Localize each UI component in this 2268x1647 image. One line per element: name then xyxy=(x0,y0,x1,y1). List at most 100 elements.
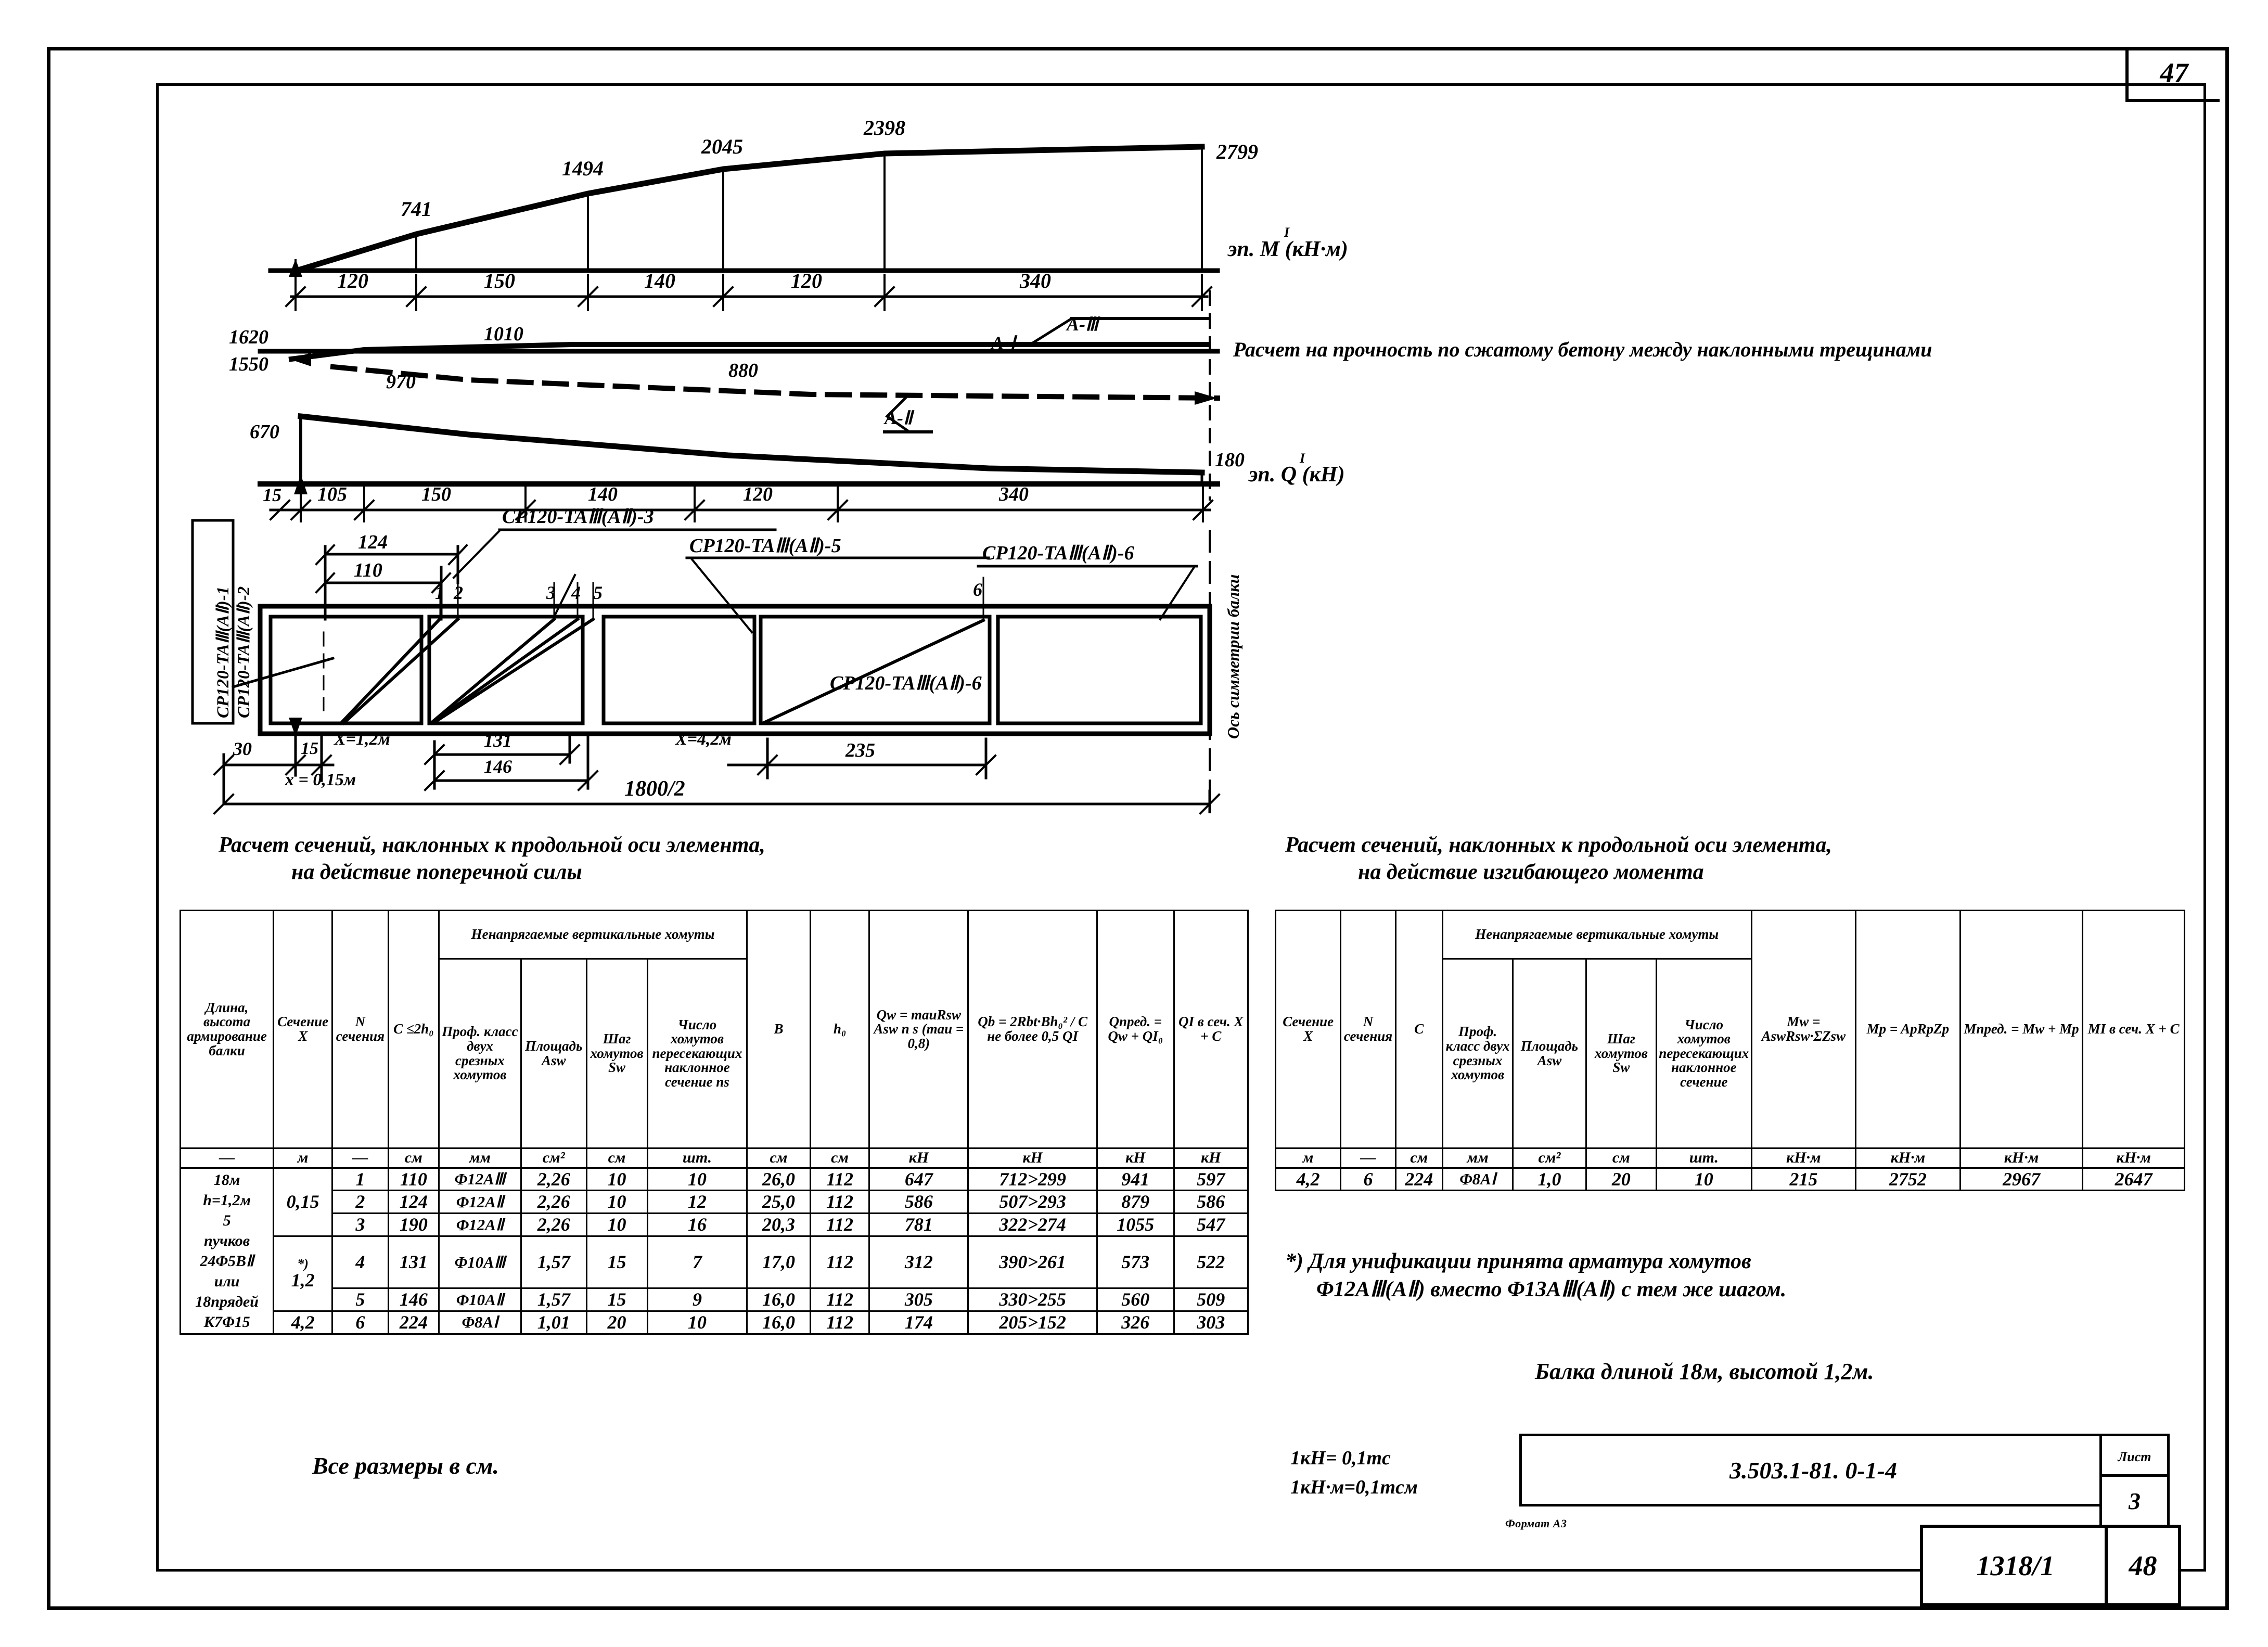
td-qI-2: 586 xyxy=(1173,1190,1249,1215)
td-qpred-4: 573 xyxy=(1096,1235,1175,1289)
td-x-group-015: 0,15 xyxy=(273,1167,333,1237)
td-qI-5: 509 xyxy=(1173,1287,1249,1312)
td-r-prof: Φ8АⅠ xyxy=(1441,1167,1514,1192)
beam-desc-3: пучков xyxy=(204,1232,250,1249)
capacity-value-1550: 1550 xyxy=(229,353,268,375)
capacity-value-1010: 1010 xyxy=(484,323,523,345)
r-unit-10: кН·м xyxy=(2082,1147,2185,1169)
shear-dim-120: 120 xyxy=(743,483,773,505)
moment-dim-3: 140 xyxy=(644,269,675,292)
td-prof-1: Φ12АⅢ xyxy=(438,1167,522,1192)
td-c-6: 224 xyxy=(387,1310,440,1335)
beam-label-cp3: СР120-ТАⅢ(АⅡ)-3 xyxy=(502,506,654,528)
td-c-5: 146 xyxy=(387,1287,440,1312)
moment-label-text: эп. M (кН·м) xyxy=(1228,237,1348,261)
shear-value-670: 670 xyxy=(250,421,279,443)
th-r-step-sw: Шаг хомутов Sw xyxy=(1585,958,1658,1149)
th-r-mI: MI в сеч. X + C xyxy=(2082,910,2185,1149)
unit-10: кН xyxy=(868,1147,969,1169)
beam-dim-110: 110 xyxy=(354,559,382,581)
td-beam-desc: 18м h=1,2м 5 пучков 24Φ5ВⅡ или 18прядей … xyxy=(179,1167,275,1335)
beam-inner-label-cp6: СР120-ТАⅢ(АⅡ)-6 xyxy=(830,672,982,694)
td-ns-1: 10 xyxy=(646,1167,748,1192)
format-label: Формат А3 xyxy=(1505,1517,1567,1530)
shear-dim-340: 340 xyxy=(999,483,1029,505)
td-r-c: 224 xyxy=(1394,1167,1443,1192)
td-asw-2: 2,26 xyxy=(520,1190,587,1215)
beam-desc-2: 5 xyxy=(223,1211,231,1229)
td-ns-2: 12 xyxy=(646,1190,748,1215)
td-qb-5: 330>255 xyxy=(967,1287,1098,1312)
th-step-sw: Шаг хомутов Sw xyxy=(585,958,648,1149)
td-qpred-2: 879 xyxy=(1096,1190,1175,1215)
inner-frame xyxy=(156,83,2206,1572)
td-asw-5: 1,57 xyxy=(520,1287,587,1312)
shear-dim-140: 140 xyxy=(588,483,618,505)
td-qw-6: 174 xyxy=(868,1310,969,1335)
moment-value-3: 2045 xyxy=(701,135,743,158)
r-unit-3: мм xyxy=(1441,1147,1514,1169)
compressed-concrete-note: Расчет на прочность по сжатому бетону ме… xyxy=(1233,337,1972,363)
td-qpred-6: 326 xyxy=(1096,1310,1175,1335)
td-sw-1: 10 xyxy=(585,1167,648,1192)
beam-desc-5: или xyxy=(214,1272,240,1290)
td-qw-5: 305 xyxy=(868,1287,969,1312)
unit-9: см xyxy=(809,1147,870,1169)
td-n-5: 5 xyxy=(331,1287,389,1312)
table-moment-calculation: Сечение X N сечения C Ненапрягаемые верт… xyxy=(1274,910,2185,1192)
beam-label-cp5: СР120-ТАⅢ(АⅡ)-5 xyxy=(689,535,841,557)
td-r-mp: 2752 xyxy=(1855,1167,1961,1192)
th-r-count: Число хомутов пересекающих наклонное сеч… xyxy=(1656,958,1752,1149)
td-sw-4: 15 xyxy=(585,1235,648,1289)
archive-number: 1318/1 xyxy=(1920,1525,2111,1606)
td-x-group-12: *) 1,2 xyxy=(273,1235,333,1312)
th-b: B xyxy=(746,910,811,1149)
td-prof-4: Φ10АⅢ xyxy=(438,1235,522,1289)
beam-section-num-5: 5 xyxy=(593,582,603,603)
table-row: 4,2 6 224 Φ8АⅠ 1,01 20 10 16,0 112 174 2… xyxy=(181,1310,1249,1335)
beam-x-marker-12: X=1,2м xyxy=(334,730,390,749)
unit-3: см xyxy=(387,1147,440,1169)
beam-section-num-4: 4 xyxy=(571,582,581,603)
td-sw-6: 20 xyxy=(585,1310,648,1335)
td-qI-1: 597 xyxy=(1173,1167,1249,1192)
outer-frame xyxy=(47,47,2229,1610)
unit-11: кН xyxy=(967,1147,1098,1169)
title-block-code: 3.503.1-81. 0-1-4 xyxy=(1519,1434,2107,1506)
td-asw-6: 1,01 xyxy=(520,1310,587,1335)
r-unit-1: — xyxy=(1340,1147,1396,1169)
beam-dim-30: 30 xyxy=(233,738,252,759)
th-qI: QI в сеч. X + C xyxy=(1173,910,1249,1149)
unit-12: кН xyxy=(1096,1147,1175,1169)
unit-1: м xyxy=(273,1147,333,1169)
table-row-subheader: Проф. класс двух срезных хомутов Площадь… xyxy=(181,958,1248,1149)
table-shear-calculation: Длина, высота армирование балки Сечение … xyxy=(179,910,1249,1335)
beam-desc-0: 18м xyxy=(213,1171,240,1189)
rebar-mark-a3: А-Ⅲ xyxy=(1067,314,1098,335)
moment-value-2: 1494 xyxy=(562,157,604,180)
table-row: 2 124 Φ12АⅡ 2,26 10 12 25,0 112 586 507>… xyxy=(181,1190,1249,1215)
beam-section-num-1: 1 xyxy=(435,582,444,603)
td-c-2: 124 xyxy=(387,1190,440,1215)
unit-0: — xyxy=(179,1147,275,1169)
td-h0-6: 112 xyxy=(809,1310,870,1335)
th-c: C ≤2h₀ xyxy=(387,910,440,1149)
rebar-mark-a1: А-Ⅰ xyxy=(991,333,1016,353)
td-asw-1: 2,26 xyxy=(520,1167,587,1192)
td-b-1: 26,0 xyxy=(746,1167,811,1192)
unit-5: см² xyxy=(520,1147,587,1169)
th-r-section-n: N сечения xyxy=(1340,910,1396,1149)
th-r-profile-class: Проф. класс двух срезных хомутов xyxy=(1441,958,1514,1149)
td-b-4: 17,0 xyxy=(746,1235,811,1289)
td-asw-4: 1,57 xyxy=(520,1235,587,1289)
th-beam-desc: Длина, высота армирование балки xyxy=(179,910,275,1149)
unit-13: кН xyxy=(1173,1147,1249,1169)
td-qw-4: 312 xyxy=(868,1235,969,1289)
beam-label-cp1: СР120-ТАⅢ(АⅡ)-1 xyxy=(214,586,233,718)
unit-4: мм xyxy=(438,1147,522,1169)
table-row: 18м h=1,2м 5 пучков 24Φ5ВⅡ или 18прядей … xyxy=(179,1167,1249,1335)
th-r-group-stirrups: Ненапрягаемые вертикальные хомуты xyxy=(1441,910,1752,960)
conversion-note-line1: 1кН= 0,1тс xyxy=(1290,1447,1391,1469)
td-prof-5: Φ10АⅡ xyxy=(438,1287,522,1312)
rebar-mark-a2: А-Ⅱ xyxy=(885,407,913,428)
